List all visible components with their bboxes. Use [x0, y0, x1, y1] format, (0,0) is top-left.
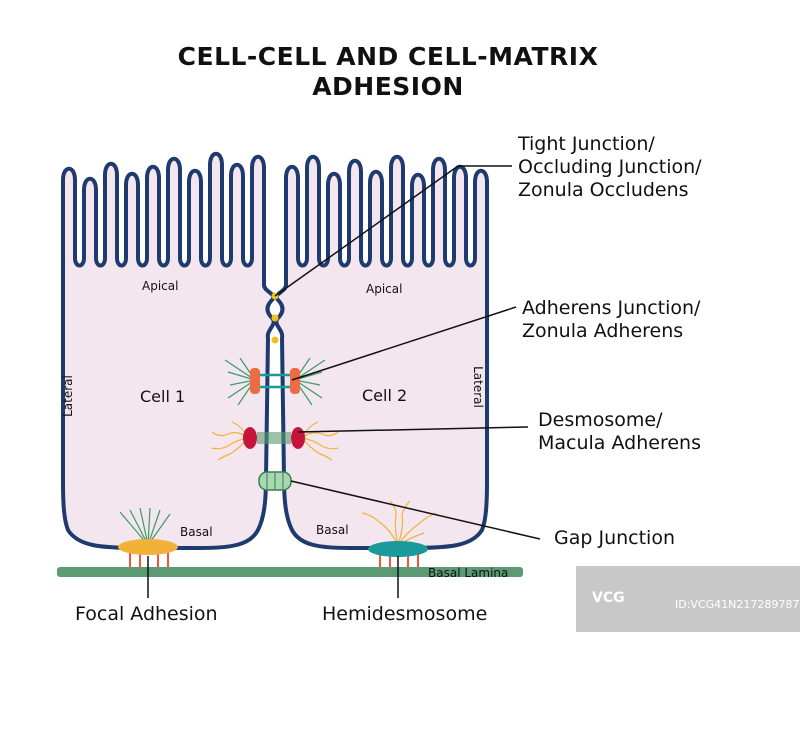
- gap-junction-callout: Gap Junction: [554, 527, 675, 550]
- apical-label-cell1: Apical: [142, 279, 179, 293]
- focal-adhesion-callout: Focal Adhesion: [75, 603, 218, 626]
- lateral-label-cell2: Lateral: [470, 366, 485, 408]
- focal-adhesion-label: Focal Adhesion: [75, 603, 218, 625]
- leader-lines: [147, 165, 541, 598]
- basal-lamina-label: Basal Lamina: [428, 566, 509, 580]
- lateral-label-cell1: Lateral: [60, 375, 75, 417]
- cell-2-body: [274, 154, 489, 550]
- adherens-label-1: Adherens Junction/: [522, 297, 701, 319]
- cell-2-label: Cell 2: [362, 386, 408, 405]
- adherens-label-2: Zonula Adherens: [522, 320, 684, 342]
- apical-label-cell2: Apical: [366, 282, 403, 296]
- basal-lamina: [57, 567, 523, 577]
- desmosome-label-1: Desmosome/: [538, 409, 663, 431]
- cell-1-label: Cell 1: [140, 387, 186, 406]
- tight-junction-label-2: Occluding Junction/: [518, 156, 702, 178]
- desmosome-callout: Desmosome/ Macula Adherens: [538, 409, 701, 455]
- watermark-logo: VCG: [592, 590, 625, 606]
- tight-junction-label-1: Tight Junction/: [518, 133, 655, 155]
- hemidesmosome-label: Hemidesmosome: [322, 603, 488, 625]
- hemidesmosome-callout: Hemidesmosome: [322, 603, 487, 626]
- basal-label-cell1: Basal: [180, 525, 213, 539]
- desmosome-label-2: Macula Adherens: [538, 432, 701, 454]
- adherens-junction-callout: Adherens Junction/ Zonula Adherens: [522, 297, 700, 343]
- gap-junction: [258, 471, 292, 491]
- cell-1-body: [61, 151, 276, 550]
- adherens-junction: [224, 357, 326, 406]
- basal-label-cell2: Basal: [316, 523, 349, 537]
- tight-junction-callout: Tight Junction/ Occluding Junction/ Zonu…: [518, 133, 702, 202]
- watermark-box: [576, 566, 800, 632]
- gap-junction-label: Gap Junction: [554, 527, 675, 549]
- focal-adhesion: [118, 507, 178, 568]
- tight-junction-label-3: Zonula Occludens: [518, 179, 689, 201]
- watermark-id: ID:VCG41N2172897871: [675, 598, 800, 611]
- hemidesmosome: [361, 500, 437, 568]
- diagram-title-line1: CELL-CELL AND CELL-MATRIX: [177, 42, 599, 71]
- diagram-title-line2: ADHESION: [312, 72, 464, 101]
